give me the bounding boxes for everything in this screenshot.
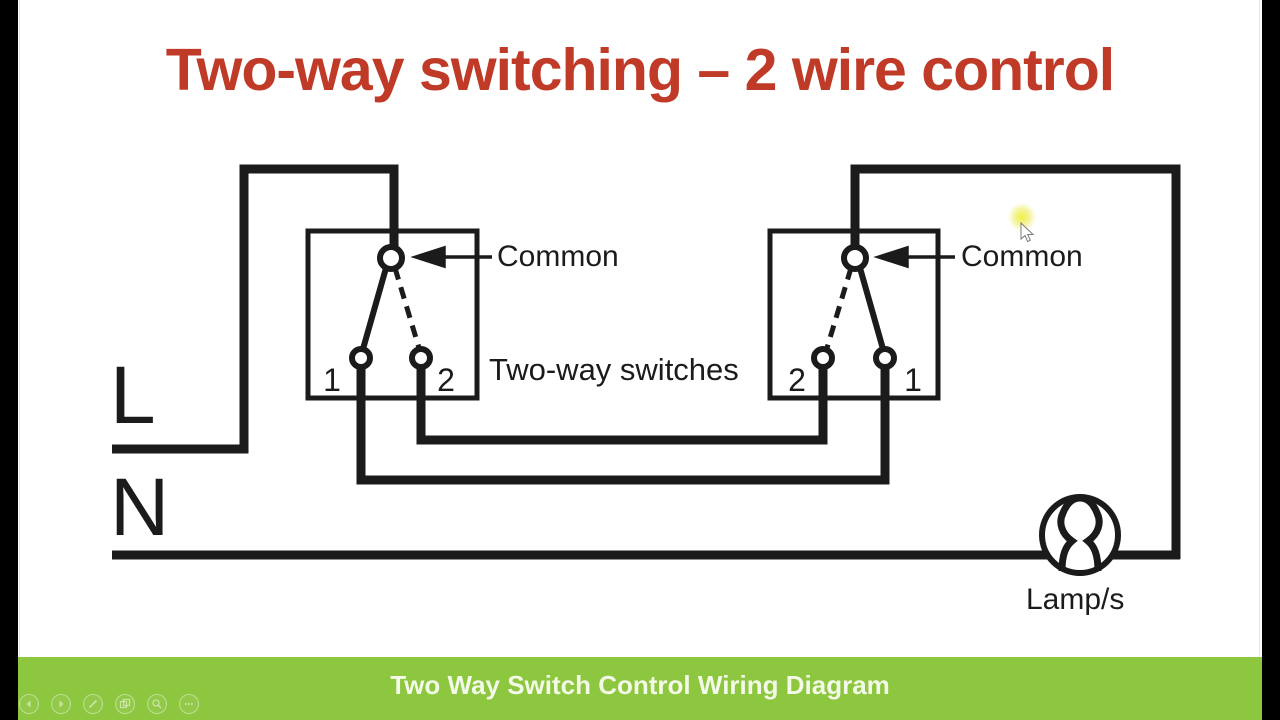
more-options-button[interactable] (179, 694, 199, 714)
live-feed-wire (112, 164, 399, 454)
slide-navigator-icon (119, 698, 131, 709)
pen-icon (88, 699, 98, 709)
slide-navigator-button[interactable] (115, 694, 135, 714)
line-label: L (110, 350, 156, 441)
left-switch-lever-closed (360, 267, 389, 350)
left-terminal-2 (409, 346, 433, 370)
slide-right-edge (1259, 0, 1260, 657)
right-terminal-2 (811, 346, 835, 370)
right-common-arrow-head (873, 245, 909, 269)
lamp-circle (1039, 494, 1121, 576)
left-terminal-1-label: 1 (323, 362, 341, 398)
left-common-arrow-head (410, 245, 446, 269)
two-way-switches-label: Two-way switches (489, 352, 739, 387)
right-terminal-1-label: 1 (904, 362, 922, 398)
neutral-label: N (110, 462, 170, 553)
slide-title: Two-way switching – 2 wire control (165, 37, 1115, 103)
zoom-tool-button[interactable] (147, 694, 167, 714)
right-common-label: Common (961, 240, 1083, 273)
presenter-toolbar (19, 694, 199, 714)
previous-arrow-icon (26, 700, 31, 708)
letterbox-left (0, 0, 18, 720)
right-terminal-2-label: 2 (788, 362, 806, 398)
slide-left-edge (19, 0, 20, 657)
right-switch-box (767, 228, 941, 401)
more-options-icon (185, 703, 193, 705)
left-common-terminal (377, 244, 405, 272)
lamp-feed-wire (850, 164, 1181, 559)
left-terminal-2-label: 2 (437, 362, 455, 398)
lamp-filament-icon (1057, 494, 1103, 572)
left-switch-box (305, 228, 480, 401)
footer-caption-bar: Two Way Switch Control Wiring Diagram (0, 657, 1280, 720)
pen-tool-button[interactable] (83, 694, 103, 714)
next-slide-button[interactable] (51, 694, 71, 714)
next-arrow-icon (59, 700, 64, 708)
right-terminal-1 (873, 346, 897, 370)
left-common-label: Common (497, 240, 619, 273)
right-switch-lever-open (824, 267, 854, 349)
lamp-label: Lamp/s (1026, 583, 1125, 616)
footer-caption: Two Way Switch Control Wiring Diagram (390, 670, 890, 700)
letterbox-right (1262, 0, 1280, 720)
previous-slide-button[interactable] (19, 694, 39, 714)
left-terminal-1 (349, 346, 373, 370)
left-switch-lever-open (392, 267, 422, 349)
right-common-terminal (841, 244, 869, 272)
magnifier-icon (152, 699, 162, 709)
strapper-wire-lower (356, 358, 890, 485)
right-switch-lever-closed (857, 267, 886, 350)
